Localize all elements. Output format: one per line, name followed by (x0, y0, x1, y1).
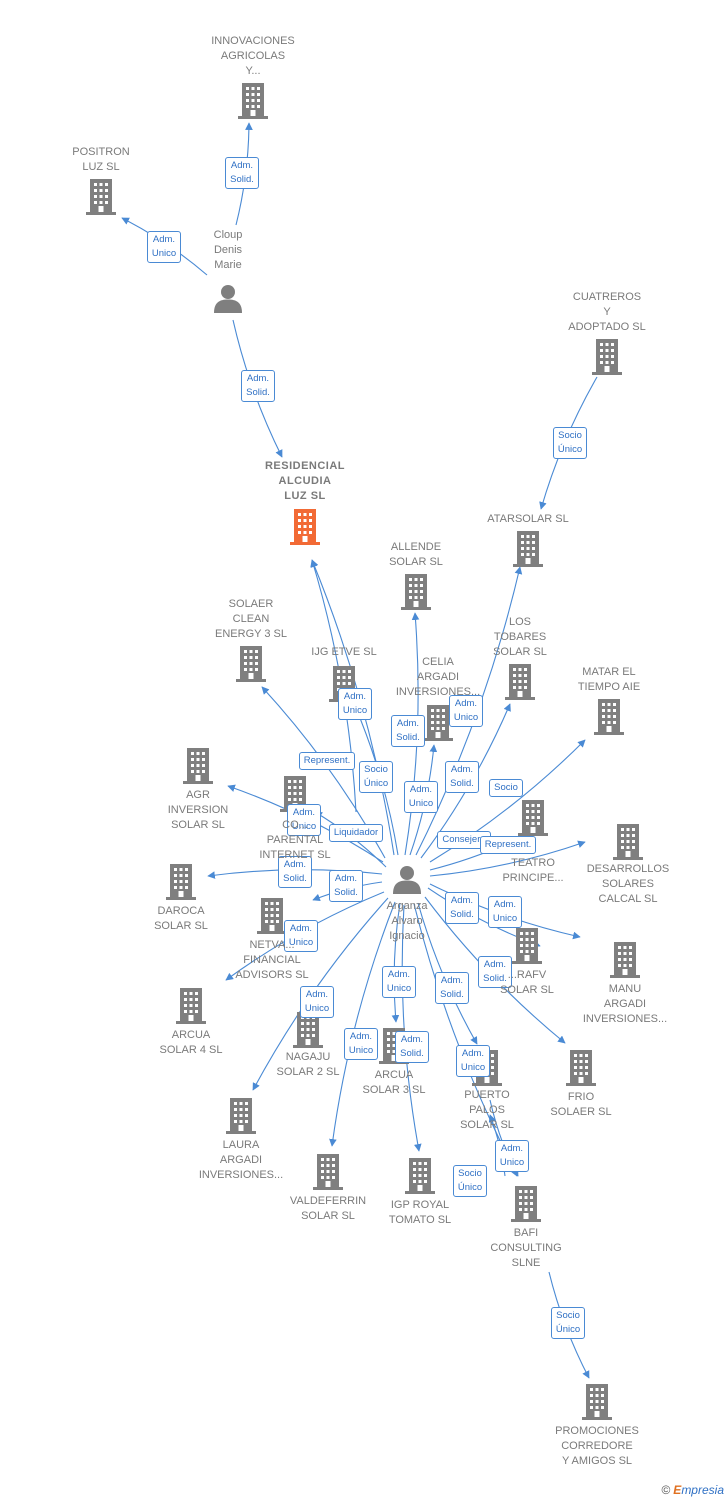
node-label-ijg[interactable]: IJG ETVE SL (311, 646, 377, 658)
building-icon-daroca[interactable] (166, 864, 196, 900)
node-label-puerto[interactable]: PUERTO PALOS SOLAR SL (460, 1089, 514, 1131)
building-icon-innov[interactable] (238, 83, 268, 119)
node-label-netva[interactable]: NETVA... FINANCIAL ADVISORS SL (235, 939, 309, 981)
copyright-symbol: © (661, 1483, 671, 1497)
node-label-agr[interactable]: AGR INVERSION SOLAR SL (167, 789, 229, 831)
node-label-cloup[interactable]: Cloup Denis Marie (213, 229, 243, 271)
edge-label[interactable]: Adm. Solid. (225, 157, 259, 189)
edge-label[interactable]: Adm. Solid. (445, 892, 479, 924)
building-icon-positron[interactable] (86, 179, 116, 215)
node-label-bafi[interactable]: BAFI CONSULTING SLNE (490, 1227, 562, 1269)
building-icon-cuatreros[interactable] (592, 339, 622, 375)
node-label-desarrollos[interactable]: DESARROLLOS SOLARES CALCAL SL (586, 863, 670, 905)
node-label-frio[interactable]: FRIO SOLAER SL (550, 1091, 612, 1118)
person-icon-arganza[interactable] (393, 866, 421, 894)
edge-label[interactable]: Adm. Unico (494, 1140, 530, 1172)
building-icon-arcua4[interactable] (176, 988, 206, 1024)
edge-arganza-desarrollos (429, 840, 586, 877)
edge-label[interactable]: Socio Único (552, 427, 588, 459)
edge-label[interactable]: Adm. Unico (403, 781, 439, 813)
node-label-valdeferrin[interactable]: VALDEFERRIN SOLAR SL (289, 1195, 367, 1222)
edge-arganza-igp (413, 903, 519, 1177)
edge-label[interactable]: Adm. Unico (343, 1028, 379, 1060)
node-label-residencial[interactable]: RESIDENCIAL ALCUDIA LUZ SL (264, 460, 346, 502)
building-icon-matar[interactable] (594, 699, 624, 735)
edge-label[interactable]: Adm. Solid. (395, 1031, 429, 1063)
building-icon-manu[interactable] (610, 942, 640, 978)
building-icon-laura[interactable] (226, 1098, 256, 1134)
footer-brand: ©Empresia (661, 1483, 724, 1497)
edge-label[interactable]: Adm. Solid. (445, 761, 479, 793)
building-icon-bafi[interactable] (511, 1186, 541, 1222)
brand-initial: E (673, 1483, 682, 1497)
building-icon-desarrollos[interactable] (613, 824, 643, 860)
node-label-matar[interactable]: MATAR EL TIEMPO AIE (577, 666, 641, 693)
edge-arganza-arcua3 (391, 902, 401, 1023)
node-label-daroca[interactable]: DAROCA SOLAR SL (154, 905, 208, 932)
node-label-arganza[interactable]: Arganza Alvaro Ignacio (386, 900, 428, 942)
node-label-innov[interactable]: INNOVACIONES AGRICOLAS Y... (211, 35, 295, 77)
building-icon-igp[interactable] (405, 1158, 435, 1194)
brand-name: mpresia (681, 1483, 724, 1497)
node-label-igp[interactable]: IGP ROYAL TOMATO SL (388, 1199, 452, 1226)
building-icon-valdeferrin[interactable] (313, 1154, 343, 1190)
edge-label[interactable]: Adm. Solid. (278, 856, 312, 888)
edge-arganza-laura (329, 901, 396, 1147)
building-icon-atarsolar[interactable] (513, 531, 543, 567)
edge-label[interactable]: Adm. Unico (337, 688, 373, 720)
edge-label[interactable]: Socio Único (550, 1307, 586, 1339)
building-icon-solaer[interactable] (236, 646, 266, 682)
building-icon-teatro[interactable] (518, 800, 548, 836)
edge-label[interactable]: Adm. Unico (455, 1045, 491, 1077)
building-icon-agr[interactable] (183, 748, 213, 784)
edge-label[interactable]: Adm. Unico (283, 920, 319, 952)
node-label-arafv[interactable]: ...RAFV SOLAR SL (500, 969, 554, 996)
node-label-teatro[interactable]: TEATRO PRINCIPE... (502, 857, 564, 884)
node-label-manu[interactable]: MANU ARGADI INVERSIONES... (582, 983, 668, 1025)
edge-label[interactable]: Adm. Solid. (478, 956, 512, 988)
building-icon-allende[interactable] (401, 574, 431, 610)
edge-label[interactable]: Adm. Unico (381, 966, 417, 998)
building-icon-promociones[interactable] (582, 1384, 612, 1420)
node-label-tobares[interactable]: LOS TOBARES SOLAR SL (493, 616, 547, 658)
node-label-nagaju[interactable]: NAGAJU SOLAR 2 SL (276, 1051, 340, 1078)
edge-label[interactable]: Represent. (479, 836, 537, 854)
person-icon-cloup[interactable] (214, 285, 242, 313)
building-icon-residencial[interactable] (290, 509, 320, 545)
node-label-arcua3[interactable]: ARCUA SOLAR 3 SL (362, 1069, 426, 1096)
building-icon-arafv[interactable] (512, 928, 542, 964)
edge-label[interactable]: Adm. Solid. (391, 715, 425, 747)
node-label-positron[interactable]: POSITRON LUZ SL (72, 146, 130, 173)
edge-label[interactable]: Represent. (298, 752, 356, 770)
edge-arganza-matar (429, 739, 586, 863)
building-icon-tobares[interactable] (505, 664, 535, 700)
edge-label[interactable]: Adm. Unico (286, 804, 322, 836)
edge-label[interactable]: Socio (489, 779, 523, 797)
node-label-arcua4[interactable]: ARCUA SOLAR 4 SL (159, 1029, 223, 1056)
node-label-cuatreros[interactable]: CUATREROS Y ADOPTADO SL (568, 291, 646, 333)
edge-label[interactable]: Adm. Solid. (329, 870, 363, 902)
node-label-comp[interactable]: CO... PARENTAL INTERNET SL (259, 819, 331, 861)
edge-label[interactable]: Socio Único (358, 761, 394, 793)
edge-label[interactable]: Adm. Solid. (435, 972, 469, 1004)
edge-label[interactable]: Adm. Unico (448, 695, 484, 727)
node-label-allende[interactable]: ALLENDE SOLAR SL (389, 541, 443, 568)
building-icon-netva[interactable] (257, 898, 287, 934)
node-label-promociones[interactable]: PROMOCIONES CORREDORE Y AMIGOS SL (555, 1425, 639, 1467)
node-label-atarsolar[interactable]: ATARSOLAR SL (487, 513, 569, 525)
edge-label[interactable]: Liquidador (328, 824, 384, 842)
edge-label[interactable]: Adm. Unico (146, 231, 182, 263)
node-label-celia[interactable]: CELIA ARGADI INVERSIONES... (395, 656, 481, 698)
edge-label[interactable]: Adm. Solid. (241, 370, 275, 402)
node-label-laura[interactable]: LAURA ARGADI INVERSIONES... (198, 1139, 284, 1181)
edge-label[interactable]: Adm. Unico (299, 986, 335, 1018)
edge-label[interactable]: Adm. Unico (487, 896, 523, 928)
edge-label[interactable]: Socio Único (452, 1165, 488, 1197)
building-icon-frio[interactable] (566, 1050, 596, 1086)
node-label-solaer[interactable]: SOLAER CLEAN ENERGY 3 SL (215, 598, 287, 640)
